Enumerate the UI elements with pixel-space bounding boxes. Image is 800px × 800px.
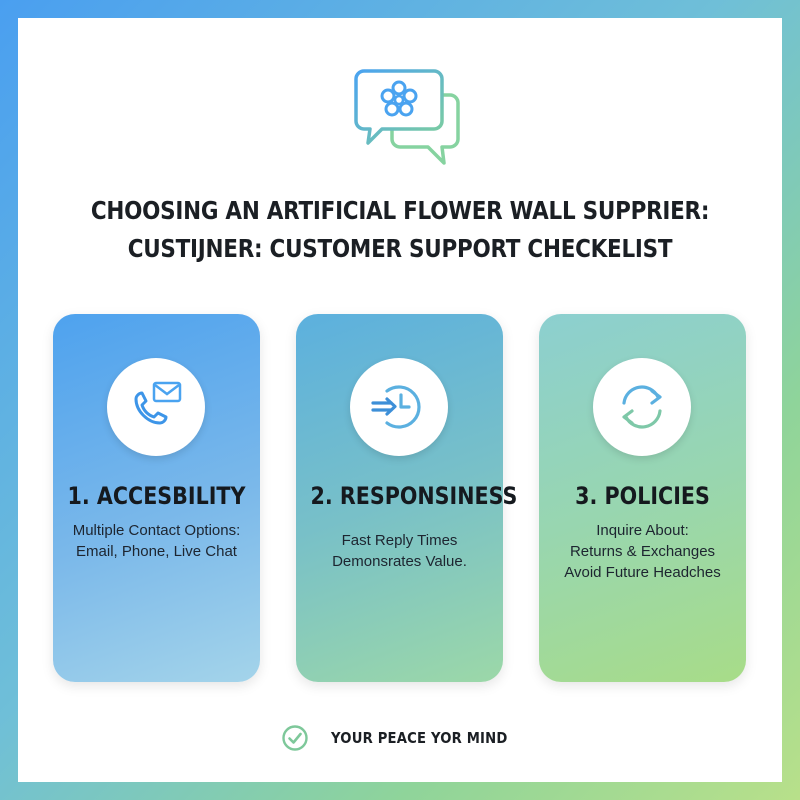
card-text-line: Email, Phone, Live Chat [76, 543, 237, 560]
icon-circle [107, 358, 205, 456]
footer-tagline: YOUR PEACE YOR MIND [330, 729, 508, 747]
icon-circle [593, 358, 691, 456]
flower-chat-bubble-icon [354, 69, 460, 165]
card-text-line: Demonsrates Value. [332, 553, 467, 570]
page-title: CHOOSING AN ARTIFICIAL FLOWER WALL SUPPR… [20, 192, 780, 268]
card-title: 1. ACCESBILITY [67, 482, 246, 510]
title-line-1: CHOOSING AN ARTIFICIAL FLOWER WALL SUPPR… [90, 196, 710, 225]
icon-circle [350, 358, 448, 456]
card-description: Inquire About: Returns & Exchanges Avoid… [545, 520, 740, 583]
title-line-2: CUSTIJNER: CUSTOMER SUPPORT CHECKELIST [127, 234, 673, 263]
card-title: 2. RESPONSINESS [310, 482, 518, 510]
card-text-line: Multiple Contact Options: [72, 522, 241, 539]
card-description: Fast Reply Times Demonsrates Value. [302, 530, 497, 572]
card-text-line: Inquire About: [596, 522, 689, 539]
footer: YOUR PEACE YOR MIND [0, 724, 800, 752]
arrow-clock-icon [371, 385, 421, 429]
card-text-line: Fast Reply Times [341, 532, 458, 549]
card-policies: 3. POLICIES Inquire About: Returns & Exc… [539, 314, 746, 682]
card-description: Multiple Contact Options: Email, Phone, … [59, 520, 254, 562]
circular-arrows-icon [622, 385, 662, 429]
check-circle-icon [282, 725, 308, 751]
phone-email-icon [134, 381, 182, 425]
card-title: 3. POLICIES [575, 482, 710, 510]
card-text-line: Avoid Future Headches [564, 564, 721, 581]
card-text-line: Returns & Exchanges [569, 543, 716, 560]
card-accessibility: 1. ACCESBILITY Multiple Contact Options:… [53, 314, 260, 682]
card-responsiveness: 2. RESPONSINESS Fast Reply Times Demonsr… [296, 314, 518, 682]
